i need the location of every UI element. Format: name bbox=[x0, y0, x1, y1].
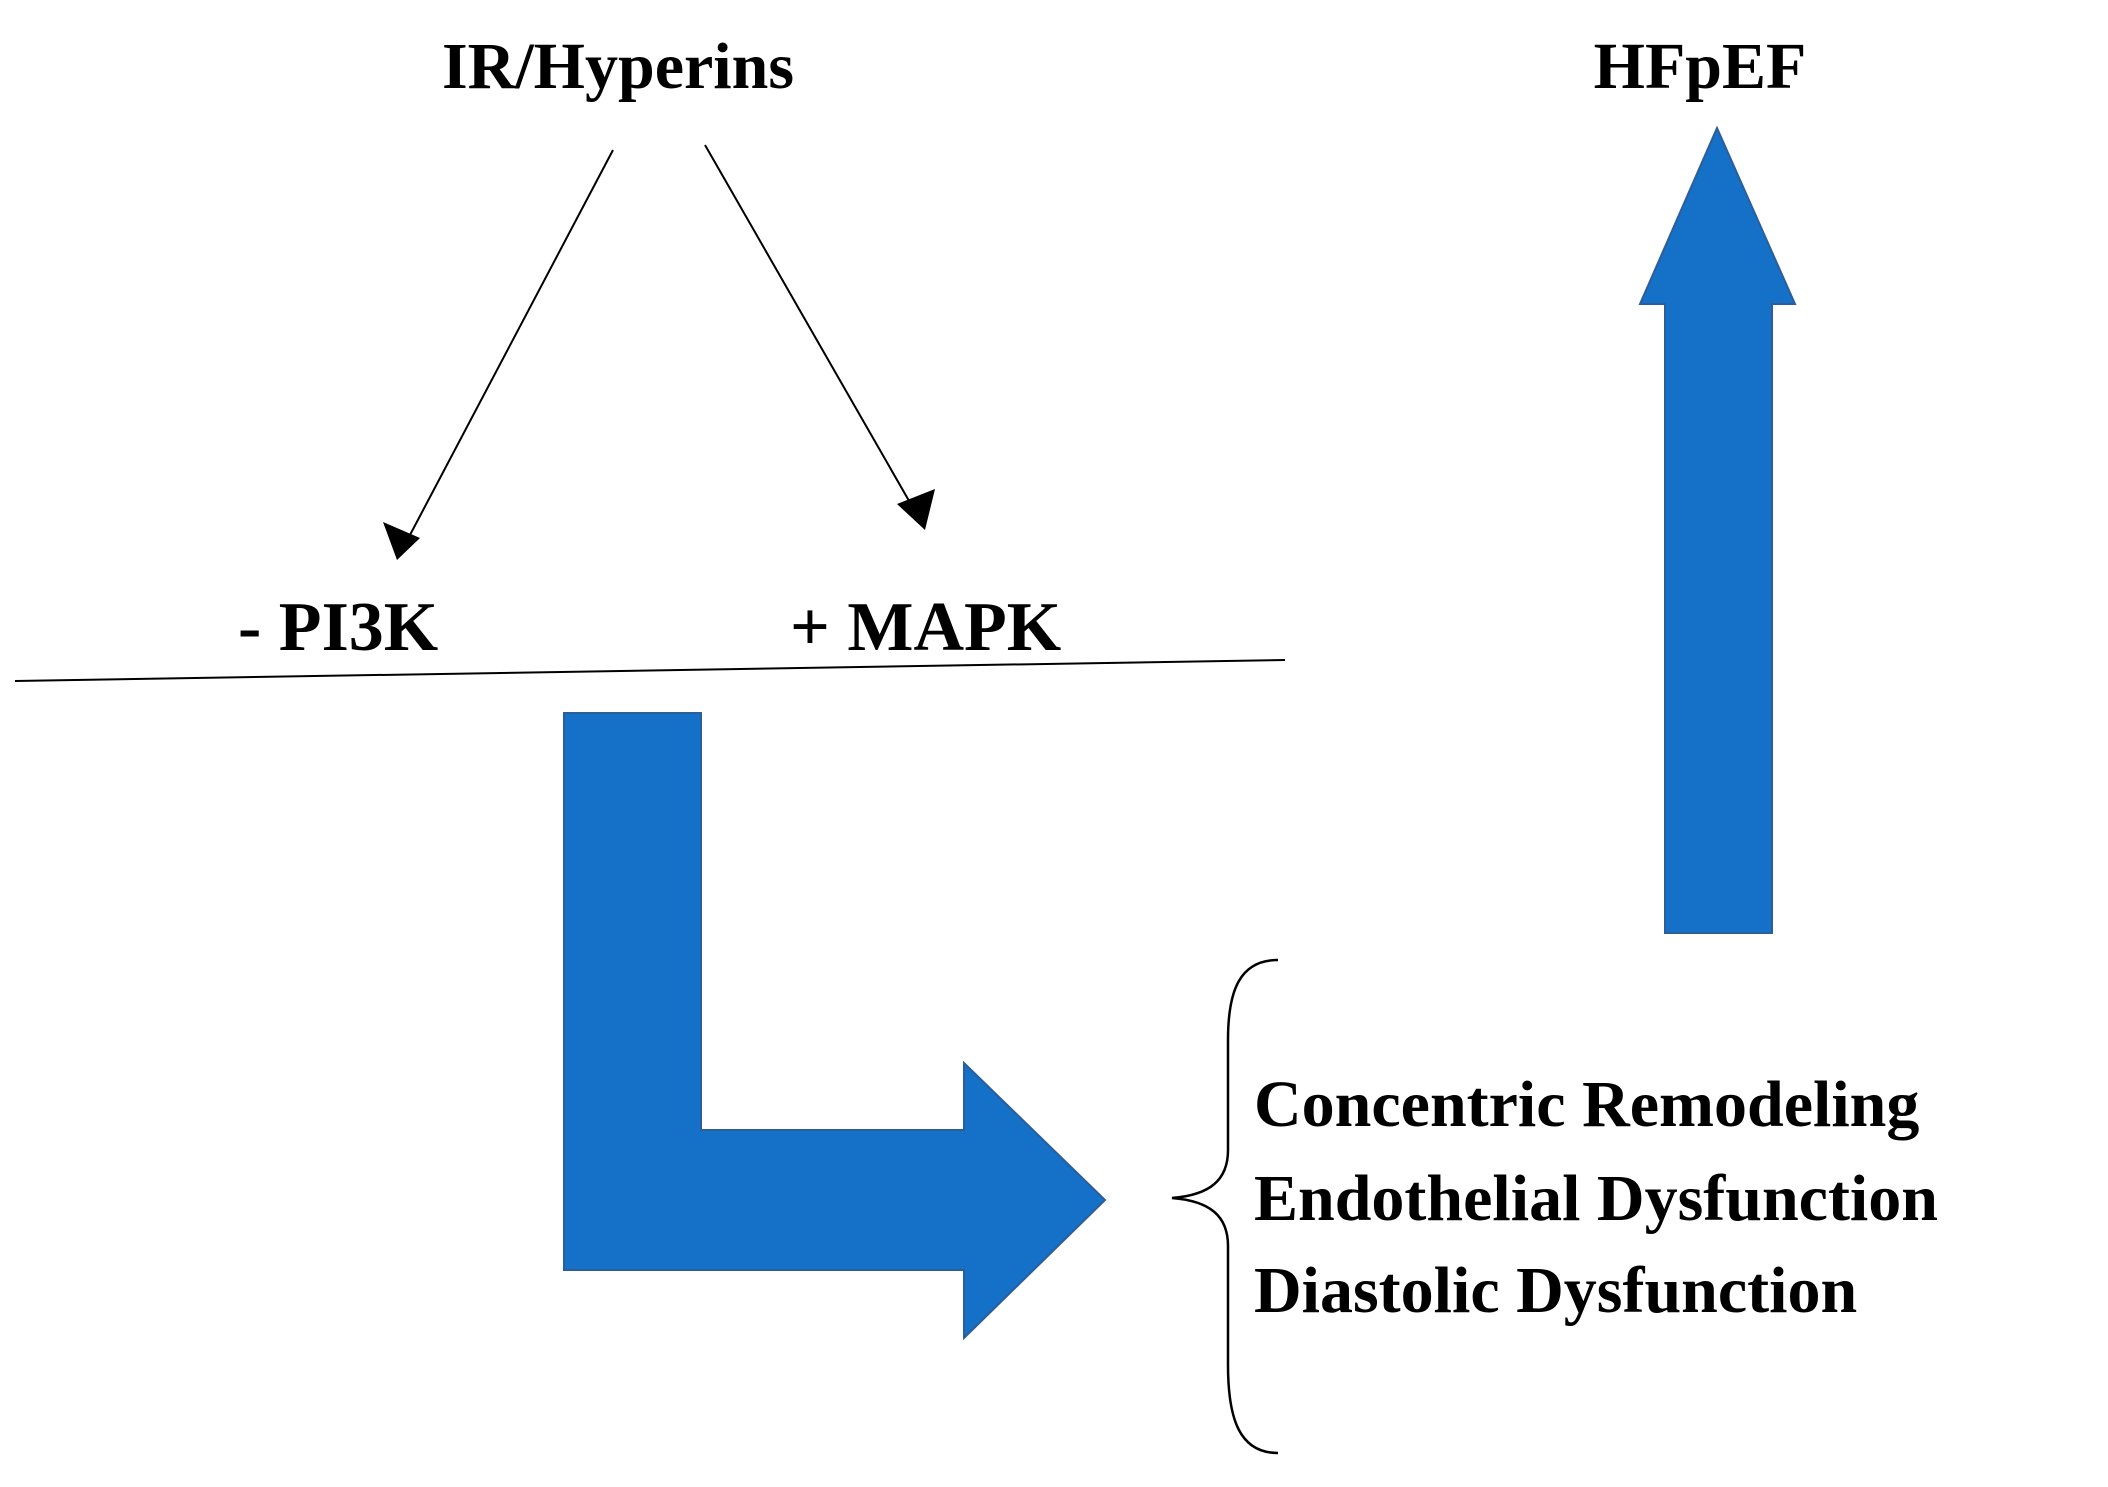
outcome-diastolic-dysfunction: Diastolic Dysfunction bbox=[1254, 1254, 1857, 1327]
node-hfpef: HFpEF bbox=[1594, 30, 1807, 103]
node-pi3k: - PI3K bbox=[238, 589, 438, 666]
arrow-to-mapk bbox=[704, 144, 921, 521]
outcome-concentric-remodeling: Concentric Remodeling bbox=[1254, 1068, 1919, 1141]
separator-line bbox=[14, 659, 1286, 682]
node-ir-hyperins: IR/Hyperins bbox=[442, 30, 794, 103]
arrowhead-pi3k bbox=[383, 522, 420, 560]
arrowhead-mapk bbox=[897, 489, 935, 530]
curly-brace bbox=[1171, 958, 1279, 1455]
arrow-to-pi3k bbox=[400, 149, 614, 553]
outcome-endothelial-dysfunction: Endothelial Dysfunction bbox=[1254, 1162, 1938, 1235]
bent-arrow bbox=[563, 712, 1107, 1341]
up-arrow bbox=[1638, 125, 1797, 934]
node-mapk: + MAPK bbox=[790, 589, 1061, 666]
